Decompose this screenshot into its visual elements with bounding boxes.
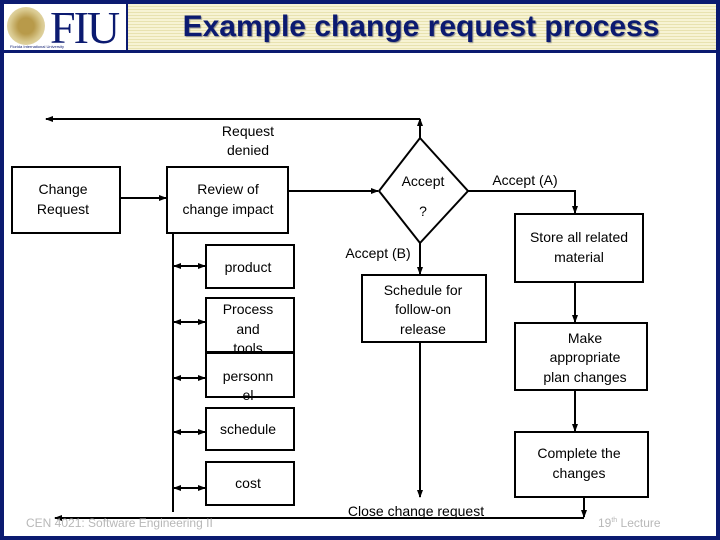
review-text: Review of [197,181,259,197]
change-request-text: Change [38,181,87,197]
complete-text-2: changes [553,465,606,481]
complete-box [514,431,649,498]
logo-subtext: Florida International University [10,44,65,49]
change-request-text-2: Request [37,201,89,217]
close-request-label: Close change request [348,503,484,519]
process-text: Process [223,301,274,317]
schedule-text: schedule [220,421,276,437]
decision-text-2: ? [419,203,427,219]
cost-box [205,461,295,506]
followon-text-3: release [400,321,446,337]
store-text-2: material [554,249,604,265]
change-request-box [11,166,121,234]
review-box [166,166,289,234]
lecture-word: Lecture [617,516,661,530]
followon-text: Schedule for [384,282,463,298]
logo-text: FIU [50,2,120,53]
personnel-text-2: el [243,387,254,403]
accept-a-label: Accept (A) [492,172,557,188]
personnel-box [205,352,295,398]
schedule-box [205,407,295,451]
make-box [514,322,648,391]
schedule-followon-box [361,274,487,343]
decision-text: Accept [402,173,445,189]
personnel-text: personn [223,368,274,384]
decision-diamond [377,136,470,245]
make-text-3: plan changes [543,369,626,385]
request-denied-label: Request [222,123,274,139]
request-denied-label-2: denied [227,142,269,158]
seal-icon [7,7,45,45]
product-box [205,244,295,289]
make-text: Make [568,330,602,346]
footer-course: CEN 4021: Software Engineering II [26,516,213,530]
header: FIU Florida International University Exa… [4,2,716,53]
process-text-3: tools [233,340,263,356]
store-box [514,213,644,283]
fiu-logo: FIU Florida International University [4,2,128,53]
lecture-number: 19 [598,516,612,530]
followon-text-2: follow-on [395,301,451,317]
lecture-suffix: th [611,517,618,524]
process-text-2: and [236,321,259,337]
complete-text: Complete the [537,445,620,461]
store-text: Store all related [530,229,628,245]
accept-b-label: Accept (B) [345,245,410,261]
review-text-2: change impact [182,201,273,217]
make-text-2: appropriate [550,349,621,365]
slide: FIU Florida International University Exa… [4,2,716,536]
page-title: Example change request process [182,10,660,43]
product-text: product [225,259,272,275]
footer-lecture: 19th Lecture [598,516,661,530]
cost-text: cost [235,475,261,491]
